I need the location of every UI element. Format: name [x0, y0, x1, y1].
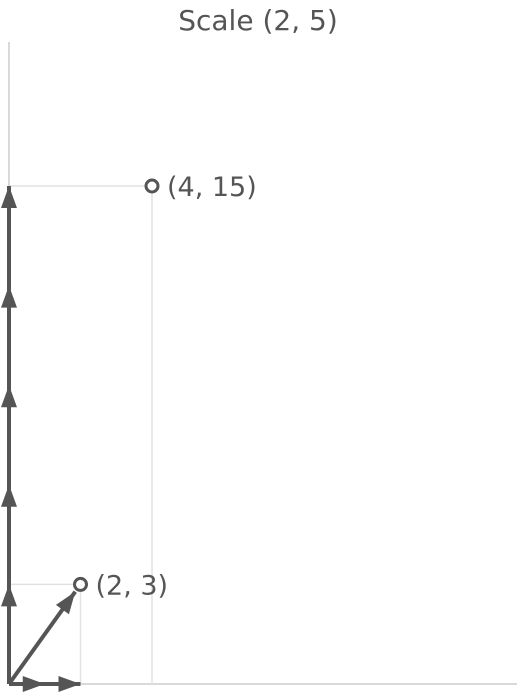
basis-y-arrowhead — [1, 186, 17, 208]
vectors — [1, 186, 81, 692]
original-point-label: (2, 3) — [96, 570, 169, 601]
basis-y-arrowhead — [1, 484, 17, 507]
basis-y-arrowhead — [1, 285, 17, 308]
basis-y-arrowhead — [1, 584, 17, 607]
basis-x-arrowhead — [58, 676, 81, 692]
original-point-marker — [73, 576, 88, 592]
scaled-point-marker — [144, 178, 160, 194]
diagram-title: Scale (2, 5) — [178, 4, 338, 37]
basis-y-arrowhead — [1, 385, 17, 408]
basis-x-arrowhead — [22, 676, 45, 692]
guide-lines — [9, 185, 153, 684]
scaled-point-label: (4, 15) — [167, 172, 257, 203]
points — [73, 178, 160, 592]
original-vector-arrowhead — [55, 591, 76, 615]
